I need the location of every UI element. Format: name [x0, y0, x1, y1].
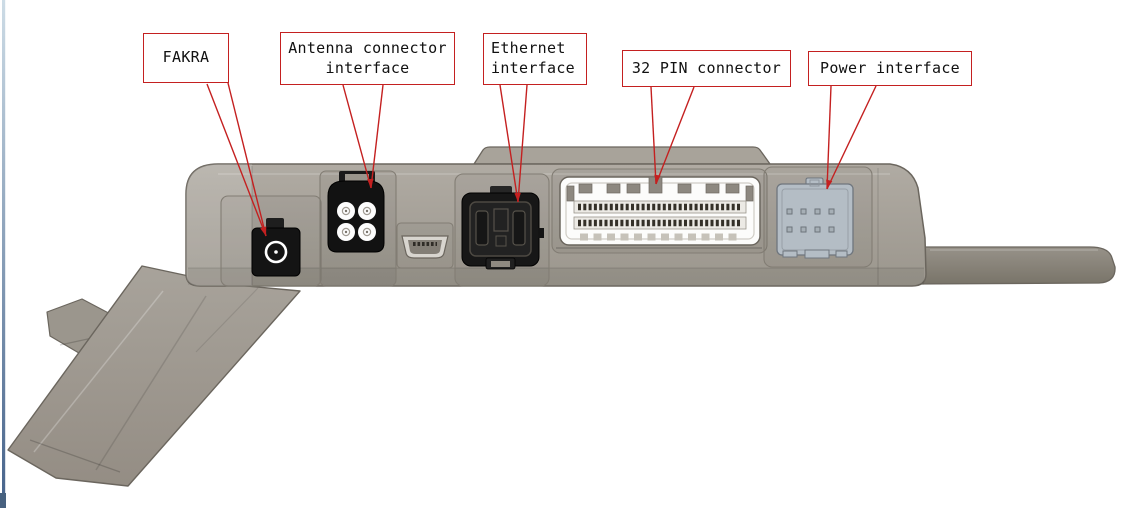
- power-panel: [763, 166, 873, 268]
- mounting-flange: [899, 246, 1116, 285]
- callout-ethernet-label-line1: Ethernet: [491, 39, 566, 58]
- micro-usb-port: [401, 235, 449, 259]
- fakra-connector: [251, 218, 301, 277]
- pin32-leader: [650, 86, 695, 185]
- callout-antenna: Antenna connector interface: [280, 32, 455, 85]
- power-connector: [776, 177, 854, 259]
- power-pins: [786, 208, 835, 233]
- callout-power: Power interface: [808, 51, 972, 86]
- mounting-bracket: [7, 265, 301, 487]
- fakra-panel: [220, 195, 322, 287]
- callout-fakra-label: FAKRA: [162, 48, 210, 67]
- antenna-coax-ports: [337, 202, 376, 241]
- power-leader: [826, 85, 877, 190]
- ethernet-panel: [454, 173, 550, 287]
- callout-power-label: Power interface: [820, 58, 960, 77]
- callout-pin32: 32 PIN connector: [622, 50, 791, 87]
- callout-pin32-label: 32 PIN connector: [631, 58, 782, 77]
- top-lid: [472, 146, 772, 165]
- callout-antenna-label-line1: Antenna connector: [288, 38, 447, 57]
- callout-antenna-label-line2: interface: [325, 58, 410, 77]
- callout-ethernet-label-line2: interface: [491, 59, 575, 77]
- callout-leaders: [206, 82, 877, 237]
- ethernet-connector: [461, 186, 544, 270]
- ethernet-leader: [499, 84, 528, 203]
- pin32-connector: [556, 176, 762, 249]
- callout-ethernet: Ethernet interface: [483, 33, 587, 85]
- fakra-leader: [206, 82, 267, 237]
- window-frame-edge: [0, 0, 6, 508]
- bracket-leg: [7, 265, 301, 487]
- callout-fakra: FAKRA: [143, 33, 229, 83]
- antenna-leader: [342, 84, 384, 189]
- usb-panel: [396, 222, 454, 269]
- pin32-keying-notches: [566, 176, 754, 202]
- antenna-connector: [327, 171, 385, 253]
